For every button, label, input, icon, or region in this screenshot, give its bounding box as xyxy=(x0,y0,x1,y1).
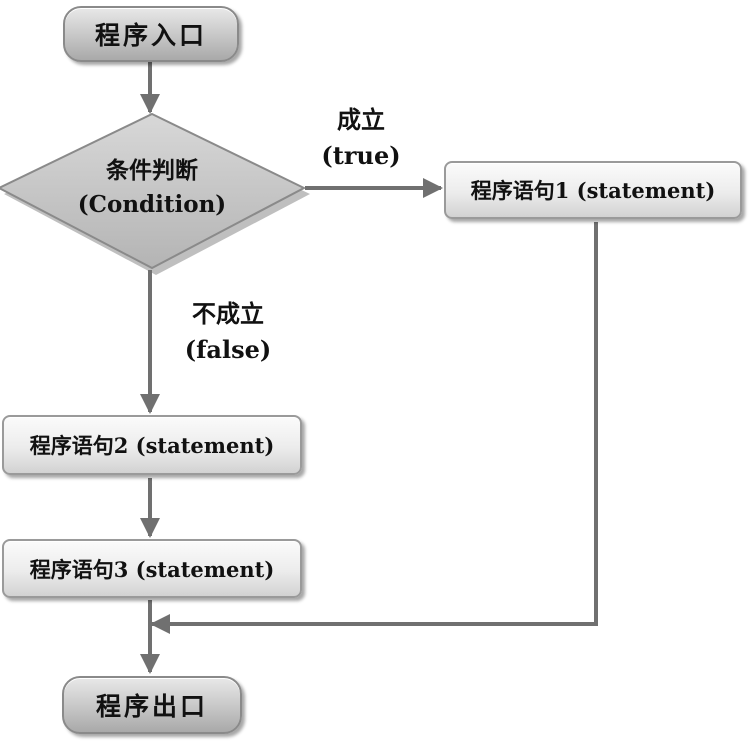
condition-label-line2: (Condition) xyxy=(77,191,227,218)
statement3-node: 程序语句3 (statement) xyxy=(2,539,302,598)
true-edge-label-line2: (true) xyxy=(321,141,401,170)
statement3-label: 程序语句3 (statement) xyxy=(29,556,275,582)
condition-diamond xyxy=(0,112,307,270)
exit-label: 程序出口 xyxy=(95,692,208,721)
statement2-node: 程序语句2 (statement) xyxy=(2,415,302,475)
statement1-node: 程序语句1 (statement) xyxy=(444,161,742,219)
false-edge-label-line1: 不成立 xyxy=(192,299,264,328)
entry-label: 程序入口 xyxy=(94,21,207,50)
condition-label-line1: 条件判断 xyxy=(106,157,198,184)
true-edge-label-line1: 成立 xyxy=(337,105,385,134)
edge-statement1-to-merge xyxy=(150,222,598,634)
false-edge-label: 不成立 (false) xyxy=(168,296,288,368)
exit-node: 程序出口 xyxy=(62,676,242,734)
condition-label: 条件判断 (Condition) xyxy=(50,154,254,222)
statement1-label: 程序语句1 (statement) xyxy=(470,178,716,203)
entry-node: 程序入口 xyxy=(63,6,239,62)
false-edge-label-line2: (false) xyxy=(184,335,272,364)
true-edge-label: 成立 (true) xyxy=(306,102,416,174)
statement2-label: 程序语句2 (statement) xyxy=(29,433,275,458)
